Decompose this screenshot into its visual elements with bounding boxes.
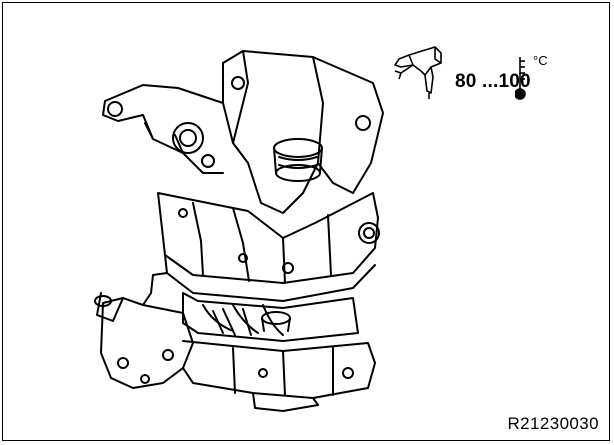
thermometer-icon <box>515 53 537 103</box>
figure-frame: 80 ...100 °C R21230030 <box>2 2 610 441</box>
transmission-housing-illustration <box>83 43 423 413</box>
temperature-unit: °C <box>533 53 548 68</box>
figure-reference-code: R21230030 <box>507 414 599 433</box>
temperature-range: 80 ...100 <box>455 71 531 92</box>
heat-gun-icon <box>391 41 447 101</box>
